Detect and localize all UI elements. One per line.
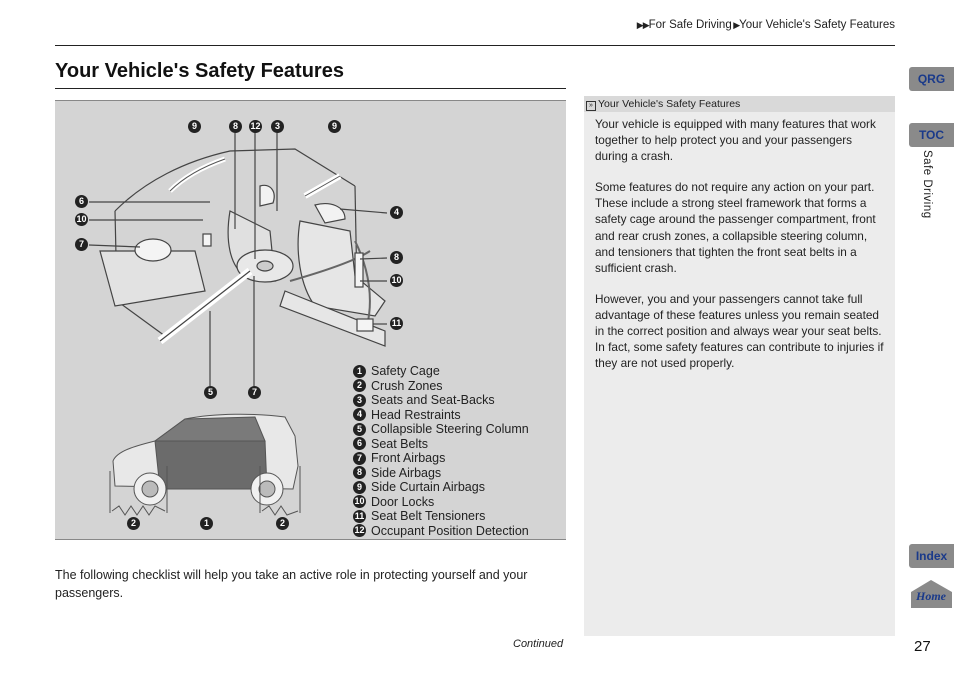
double-arrow-icon: ▶▶: [636, 20, 650, 30]
toc-tab[interactable]: TOC: [909, 123, 954, 147]
index-tab[interactable]: Index: [909, 544, 954, 568]
callout-1: 1: [200, 517, 213, 530]
note-paragraph: However, you and your passengers cannot …: [595, 291, 884, 371]
callout-2-right: 2: [276, 517, 289, 530]
callout-9-right: 9: [328, 120, 341, 133]
callout-8-right: 8: [390, 251, 403, 264]
callout-7-bottom: 7: [248, 386, 261, 399]
callout-11: 11: [390, 317, 403, 330]
checklist-intro: The following checklist will help you ta…: [55, 568, 528, 600]
qrg-tab[interactable]: QRG: [909, 67, 954, 91]
callout-6: 6: [75, 195, 88, 208]
page-number: 27: [914, 638, 931, 655]
callout-10-right: 10: [390, 274, 403, 287]
header-rule: [55, 45, 895, 46]
continued-label: Continued: [513, 638, 564, 650]
breadcrumb-current: Your Vehicle's Safety Features: [739, 19, 895, 31]
home-icon: Home: [911, 580, 952, 608]
breadcrumb-link-for-safe-driving[interactable]: For Safe Driving: [648, 19, 732, 31]
callout-7-left: 7: [75, 238, 88, 251]
home-button[interactable]: Home: [909, 578, 954, 608]
note-heading-text: Your Vehicle's Safety Features: [598, 98, 741, 110]
arrow-icon: ▶: [731, 20, 740, 30]
callout-5: 5: [204, 386, 217, 399]
callout-4: 4: [390, 206, 403, 219]
callout-9-left: 9: [188, 120, 201, 133]
note-paragraph: Some features do not require any action …: [595, 180, 876, 275]
callout-10-left: 10: [75, 213, 88, 226]
callout-2-left: 2: [127, 517, 140, 530]
callout-3: 3: [271, 120, 284, 133]
side-note-panel: »Your Vehicle's Safety Features Your veh…: [584, 96, 895, 636]
title-rule: [55, 88, 566, 89]
note-paragraph: Your vehicle is equipped with many featu…: [595, 117, 876, 164]
note-heading: »Your Vehicle's Safety Features: [584, 96, 895, 112]
reference-icon: »: [586, 101, 596, 111]
callout-12: 12: [249, 120, 262, 133]
svg-text:Home: Home: [915, 589, 947, 603]
section-label: Safe Driving: [921, 150, 933, 219]
callout-8: 8: [229, 120, 242, 133]
vehicle-interior-drawing: [88, 133, 388, 516]
page-title: Your Vehicle's Safety Features: [55, 60, 344, 82]
breadcrumb: ▶▶For Safe Driving ▶Your Vehicle's Safet…: [637, 19, 895, 31]
